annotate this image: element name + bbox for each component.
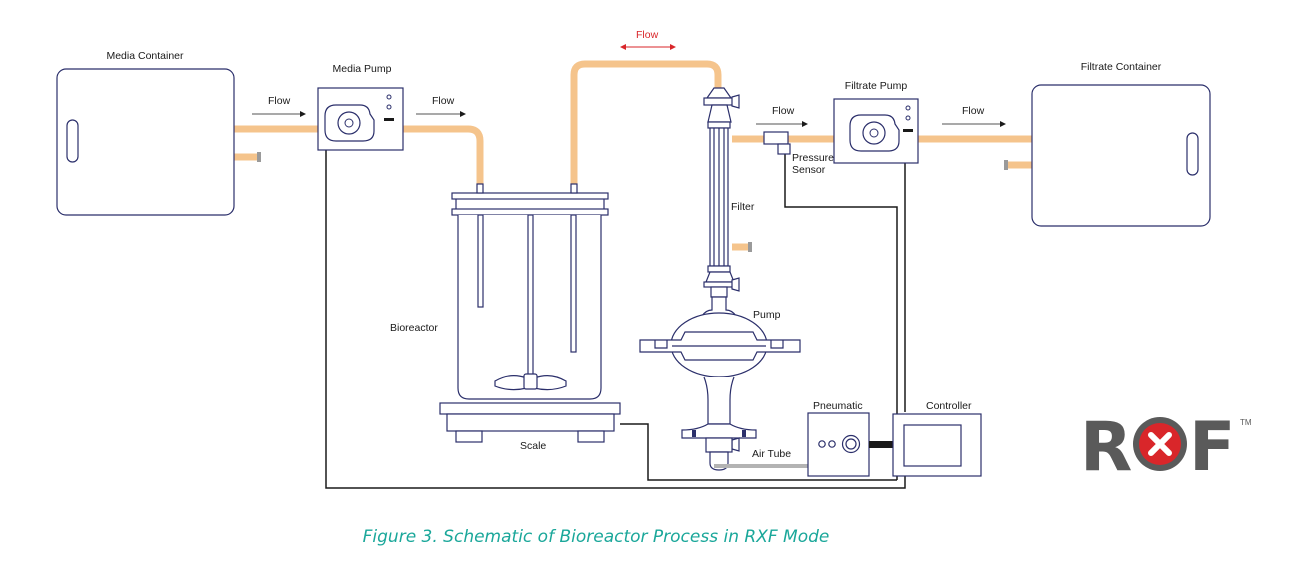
filtrate-pump-indicator <box>905 105 911 111</box>
tube-pump-to-bioreactor <box>403 125 484 184</box>
media-pump-indicator <box>386 94 392 100</box>
filtrate-pump-label: Filtrate Pump <box>845 80 908 92</box>
logo-letter-f: F <box>1189 408 1235 487</box>
pump-label: Pump <box>753 309 781 321</box>
trademark-mark: TM <box>1240 418 1252 427</box>
flow-label-filter-out: Flow <box>772 105 795 117</box>
x-circle-icon <box>1133 417 1187 471</box>
filtrate-container-handle <box>1186 132 1199 176</box>
bidirectional-flow-arrow <box>620 44 676 50</box>
flow-label-filtrate: Flow <box>962 105 985 117</box>
media-pump-label: Media Pump <box>333 63 392 75</box>
air-tube <box>714 464 808 468</box>
controller-screen <box>903 424 962 467</box>
media-container <box>56 68 235 216</box>
flow-arrow-pump-out <box>416 111 466 117</box>
logo-letter-r: R <box>1080 408 1132 487</box>
tube-bioreactor-to-filter <box>570 60 722 184</box>
flow-arrow-filter-out <box>756 121 808 127</box>
tubing <box>234 60 1032 251</box>
controller-label: Controller <box>926 400 972 412</box>
pneumatic-label: Pneumatic <box>813 400 863 412</box>
media-container-handle <box>66 119 79 163</box>
pressure-sensor <box>763 131 791 155</box>
pneumatic-unit <box>807 412 870 477</box>
scale-cable <box>620 423 897 481</box>
scale <box>439 402 621 443</box>
flow-label-media: Flow <box>268 95 291 107</box>
sensor-label: Sensor <box>792 164 826 176</box>
air-tube-label: Air Tube <box>752 448 791 460</box>
pressure-sensor-cable <box>784 150 898 480</box>
filtrate-container <box>1031 84 1211 227</box>
bioreactor-outlet-port <box>570 183 578 194</box>
flow-arrow-filtrate <box>942 121 1006 127</box>
flow-label-top: Flow <box>636 29 659 41</box>
flow-label-pump-out: Flow <box>432 95 455 107</box>
bioreactor-label: Bioreactor <box>390 322 438 334</box>
controller-unit <box>892 413 982 477</box>
filter-label: Filter <box>731 201 755 213</box>
bioreactor-inlet-port <box>476 183 484 194</box>
figure-caption: Figure 3. Schematic of Bioreactor Proces… <box>363 527 830 547</box>
pressure-label: Pressure <box>792 152 834 164</box>
media-container-label: Media Container <box>106 50 184 62</box>
diaphragm-pump <box>639 296 801 471</box>
media-pump <box>317 87 404 151</box>
pneumatic-controller-link <box>869 441 893 448</box>
filtrate-pump <box>833 98 919 164</box>
agitator-shaft <box>527 214 534 376</box>
filter <box>703 87 740 298</box>
flow-arrow-media <box>252 111 306 117</box>
rxf-logo: R F TM <box>1080 408 1252 487</box>
tube-caps <box>257 152 1008 252</box>
bioreactor <box>451 183 609 400</box>
filtrate-container-label: Filtrate Container <box>1081 61 1162 73</box>
scale-label: Scale <box>520 440 546 452</box>
